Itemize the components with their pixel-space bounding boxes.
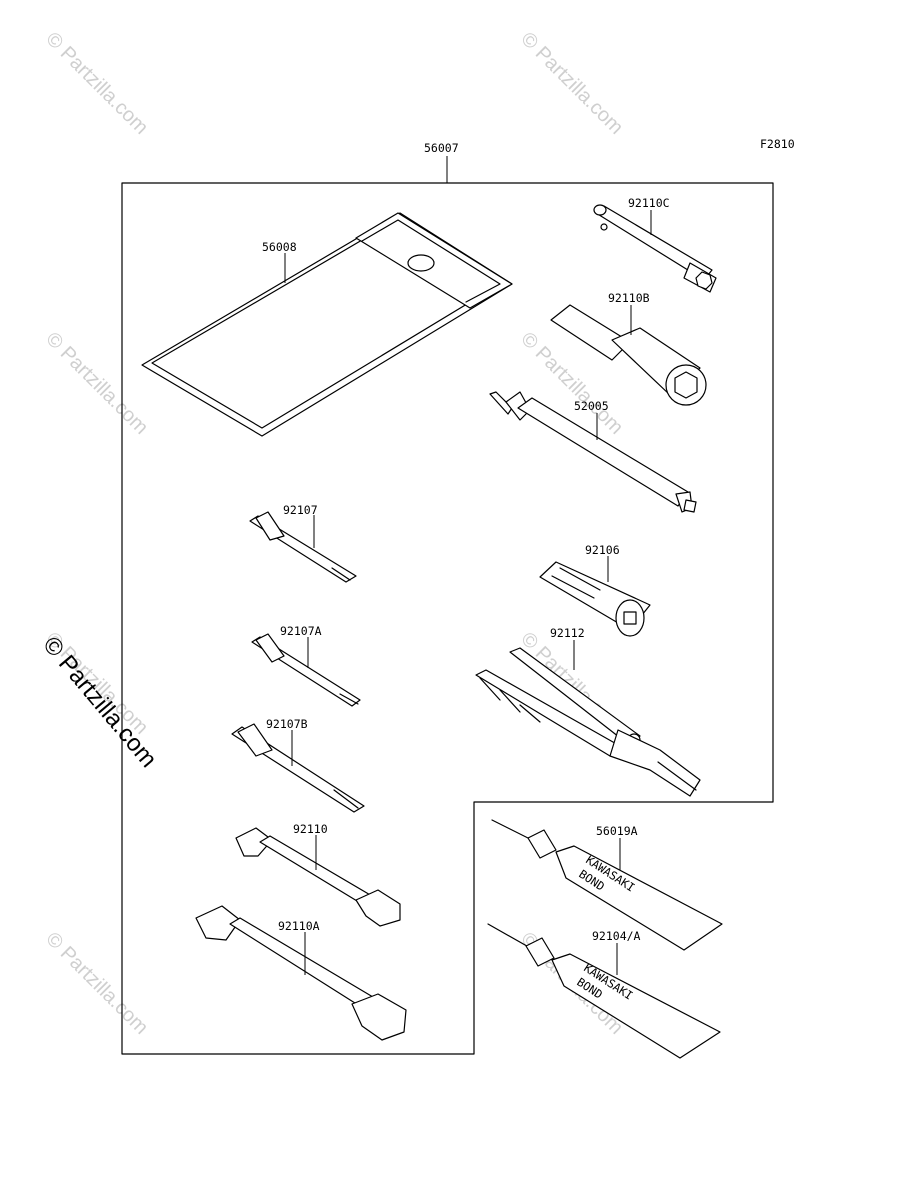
label-92107: 92107	[283, 503, 318, 517]
label-92106: 92106	[585, 543, 620, 557]
watermark-3: © Partzilla.com	[41, 328, 152, 439]
diagram-code: F2810	[760, 137, 795, 151]
bit-92107A-illustration	[251, 633, 361, 707]
label-92110: 92110	[293, 822, 328, 836]
socket-illustration	[539, 561, 651, 637]
wrench-92110A-illustration	[195, 905, 407, 1041]
watermark-layer: © Partzilla.com © Partzilla.com © Partzi…	[37, 28, 627, 1039]
watermark-7: © Partzilla.com	[41, 928, 152, 1039]
plug-wrench-small-illustration	[593, 204, 717, 293]
label-56019A: 56019A	[596, 824, 638, 838]
label-92110B: 92110B	[608, 291, 650, 305]
label-92110A: 92110A	[278, 919, 320, 933]
label-92107B: 92107B	[266, 717, 308, 731]
bond-tube-56019A-illustration: KAWASAKI BOND	[491, 819, 723, 951]
label-56007: 56007	[424, 141, 459, 155]
pouch-illustration	[141, 212, 513, 437]
label-92112: 92112	[550, 626, 585, 640]
watermark-2: © Partzilla.com	[516, 28, 627, 139]
bit-92107-illustration	[249, 511, 357, 583]
label-56008: 56008	[262, 240, 297, 254]
wrench-92110-illustration	[235, 827, 401, 927]
pliers-illustration	[475, 647, 701, 797]
watermark-1: © Partzilla.com	[41, 28, 152, 139]
label-92107A: 92107A	[280, 624, 322, 638]
label-92104A: 92104/A	[592, 929, 641, 943]
side-watermark: © Partzilla.com	[37, 632, 162, 773]
kit-outline	[121, 182, 774, 1055]
label-92110C: 92110C	[628, 196, 670, 210]
label-52005: 52005	[574, 399, 609, 413]
bit-92107B-illustration	[231, 723, 365, 813]
screwdriver-handle-illustration	[489, 391, 697, 513]
